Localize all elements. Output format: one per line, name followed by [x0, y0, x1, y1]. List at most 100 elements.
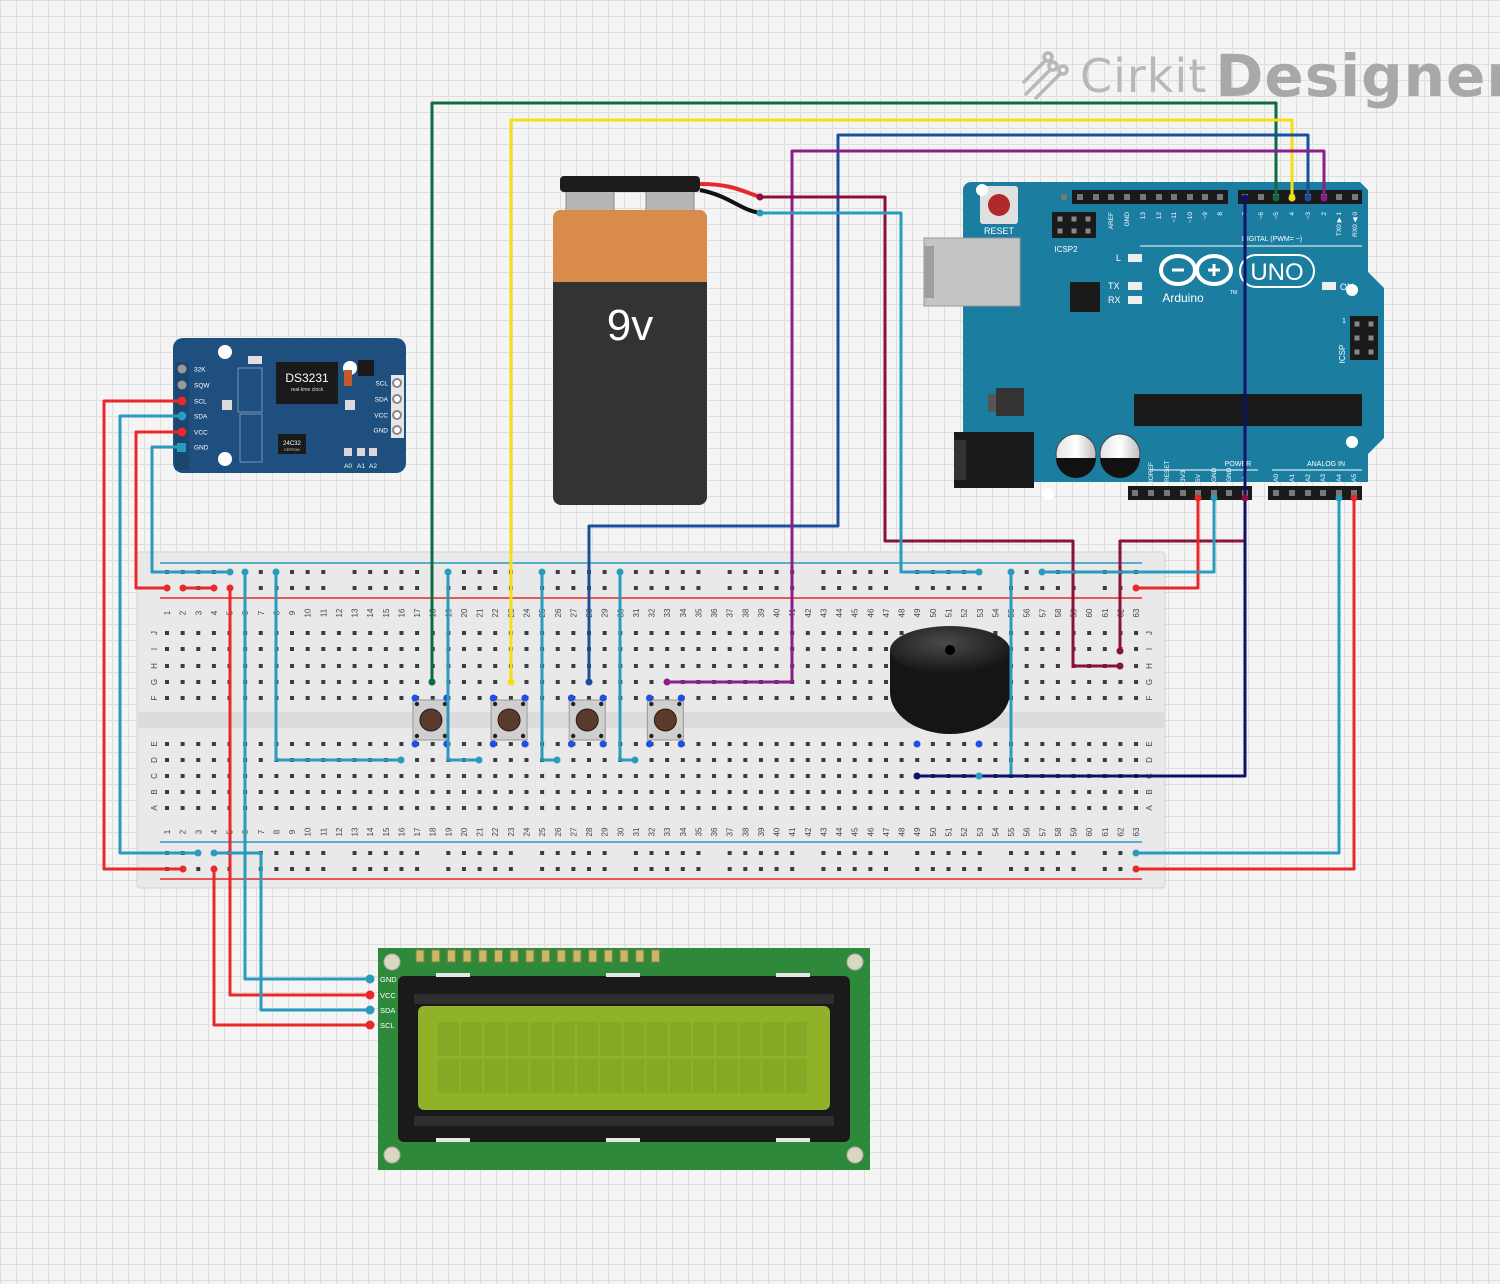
breadboard-hole	[555, 680, 560, 684]
rtc-scl-wire[interactable]	[102, 399, 185, 871]
header-pin[interactable]	[1108, 194, 1114, 200]
icsp-label: ICSP	[1338, 345, 1347, 364]
breadboard-hole	[602, 758, 607, 762]
header-pin[interactable]	[1352, 194, 1358, 200]
header-pin[interactable]	[1258, 194, 1264, 200]
header-pin[interactable]	[1351, 490, 1357, 496]
rail-hole	[883, 586, 888, 590]
lcd-vcc-wire[interactable]	[228, 586, 372, 997]
pin2-button-wire[interactable]	[665, 149, 1326, 684]
rtc-pin-label: SQW	[194, 383, 210, 390]
lcd-scl-wire[interactable]	[212, 867, 372, 1027]
header-pin[interactable]	[1124, 194, 1130, 200]
pin4-button-wire[interactable]	[509, 118, 1294, 684]
9v-battery[interactable]: 9v	[553, 176, 761, 505]
push-button[interactable]	[645, 694, 685, 748]
header-pin[interactable]	[1336, 490, 1342, 496]
lcd-header-pin	[462, 949, 472, 963]
battery-negative-wire[interactable]	[758, 211, 981, 574]
breadboard-hole	[868, 790, 873, 794]
pin3-button-wire[interactable]	[587, 133, 1310, 684]
arduino-uno[interactable]: RESET ICSP2 UNO Arduino TM ON L TX RX	[923, 182, 1384, 500]
header-pin[interactable]	[1202, 194, 1208, 200]
header-pin[interactable]	[1077, 194, 1083, 200]
button-cap[interactable]	[653, 708, 677, 732]
header-pin[interactable]	[1289, 490, 1295, 496]
button1-gnd-wire[interactable]	[274, 570, 403, 762]
breadboard-hole	[1134, 758, 1139, 762]
breadboard-hole	[461, 680, 466, 684]
column-number: 62	[1116, 827, 1125, 836]
digital-pin-label: ~6	[1258, 212, 1265, 220]
breadboard-hole	[680, 774, 685, 778]
rtc-right-pin[interactable]	[392, 378, 402, 388]
digital-pin-label: 12	[1156, 212, 1163, 220]
breadboard-hole	[680, 647, 685, 651]
arduino-gnd-wire[interactable]	[1040, 496, 1216, 574]
header-pin[interactable]	[1336, 194, 1342, 200]
header-pin[interactable]	[1093, 194, 1099, 200]
push-button[interactable]	[411, 694, 451, 748]
push-button[interactable]	[489, 694, 529, 748]
push-button[interactable]	[567, 694, 607, 748]
header-pin[interactable]	[1061, 194, 1067, 200]
header-pin[interactable]	[1226, 490, 1232, 496]
rtc-right-pin[interactable]	[392, 425, 402, 435]
a4-sda-wire[interactable]	[1134, 496, 1341, 855]
buzzer-signal-wire[interactable]	[915, 196, 1247, 778]
buzzer-pin	[913, 740, 921, 748]
header-pin[interactable]	[1171, 194, 1177, 200]
header-pin[interactable]	[1217, 194, 1223, 200]
header-pin[interactable]	[1148, 490, 1154, 496]
column-number: 49	[913, 608, 922, 617]
button-cap[interactable]	[575, 708, 599, 732]
header-pin[interactable]	[1273, 490, 1279, 496]
button4-gnd-wire[interactable]	[618, 570, 637, 762]
a5-scl-wire[interactable]	[1134, 496, 1356, 871]
button2-gnd-wire[interactable]	[446, 570, 481, 762]
column-number: 39	[757, 827, 766, 836]
rtc-pin[interactable]	[177, 380, 187, 390]
arduino-5v-wire[interactable]	[1134, 496, 1200, 590]
rail-hole	[821, 570, 826, 574]
rtc-right-pin[interactable]	[392, 394, 402, 404]
header-pin[interactable]	[1156, 194, 1162, 200]
header-pin[interactable]	[1140, 194, 1146, 200]
wires[interactable]	[102, 101, 1356, 1027]
button-cap[interactable]	[419, 708, 443, 732]
breadboard-hole	[180, 806, 185, 810]
battery-positive-wire[interactable]	[758, 195, 1122, 668]
button-cap[interactable]	[497, 708, 521, 732]
header-pin[interactable]	[1132, 490, 1138, 496]
breadboard-hole	[633, 680, 638, 684]
column-number: 15	[382, 827, 391, 836]
rtc-vcc-wire[interactable]	[134, 430, 184, 590]
rtc-sda-wire[interactable]	[118, 414, 200, 855]
header-pin[interactable]	[1195, 490, 1201, 496]
rtc-right-pin[interactable]	[392, 410, 402, 420]
rtc-pin[interactable]	[177, 364, 187, 374]
header-pin[interactable]	[1187, 194, 1193, 200]
header-pin[interactable]	[1320, 490, 1326, 496]
ds3231-rtc-module[interactable]: DS3231 real-time clock 24C32 EEPROM SCLS…	[173, 338, 406, 473]
lcd-sda-wire[interactable]	[212, 851, 372, 1012]
header-pin[interactable]	[1211, 490, 1217, 496]
row-letter: C	[150, 773, 159, 779]
piezo-buzzer[interactable]	[890, 626, 1010, 748]
header-pin[interactable]	[1164, 490, 1170, 496]
button-pin	[521, 740, 529, 748]
breadboard-hole	[211, 790, 216, 794]
breadboard-hole	[1118, 758, 1123, 762]
header-pin[interactable]	[1180, 490, 1186, 496]
push-buttons[interactable]	[411, 694, 685, 748]
lcd-gnd-wire[interactable]	[243, 570, 372, 981]
header-pin[interactable]	[1305, 490, 1311, 496]
rtc-gnd-wire[interactable]	[150, 445, 232, 574]
breadboard-hole	[852, 742, 857, 746]
button3-gnd-wire[interactable]	[540, 570, 559, 762]
breadboard-hole	[712, 664, 717, 668]
reset-button[interactable]	[988, 194, 1010, 216]
button-corner	[649, 733, 654, 739]
